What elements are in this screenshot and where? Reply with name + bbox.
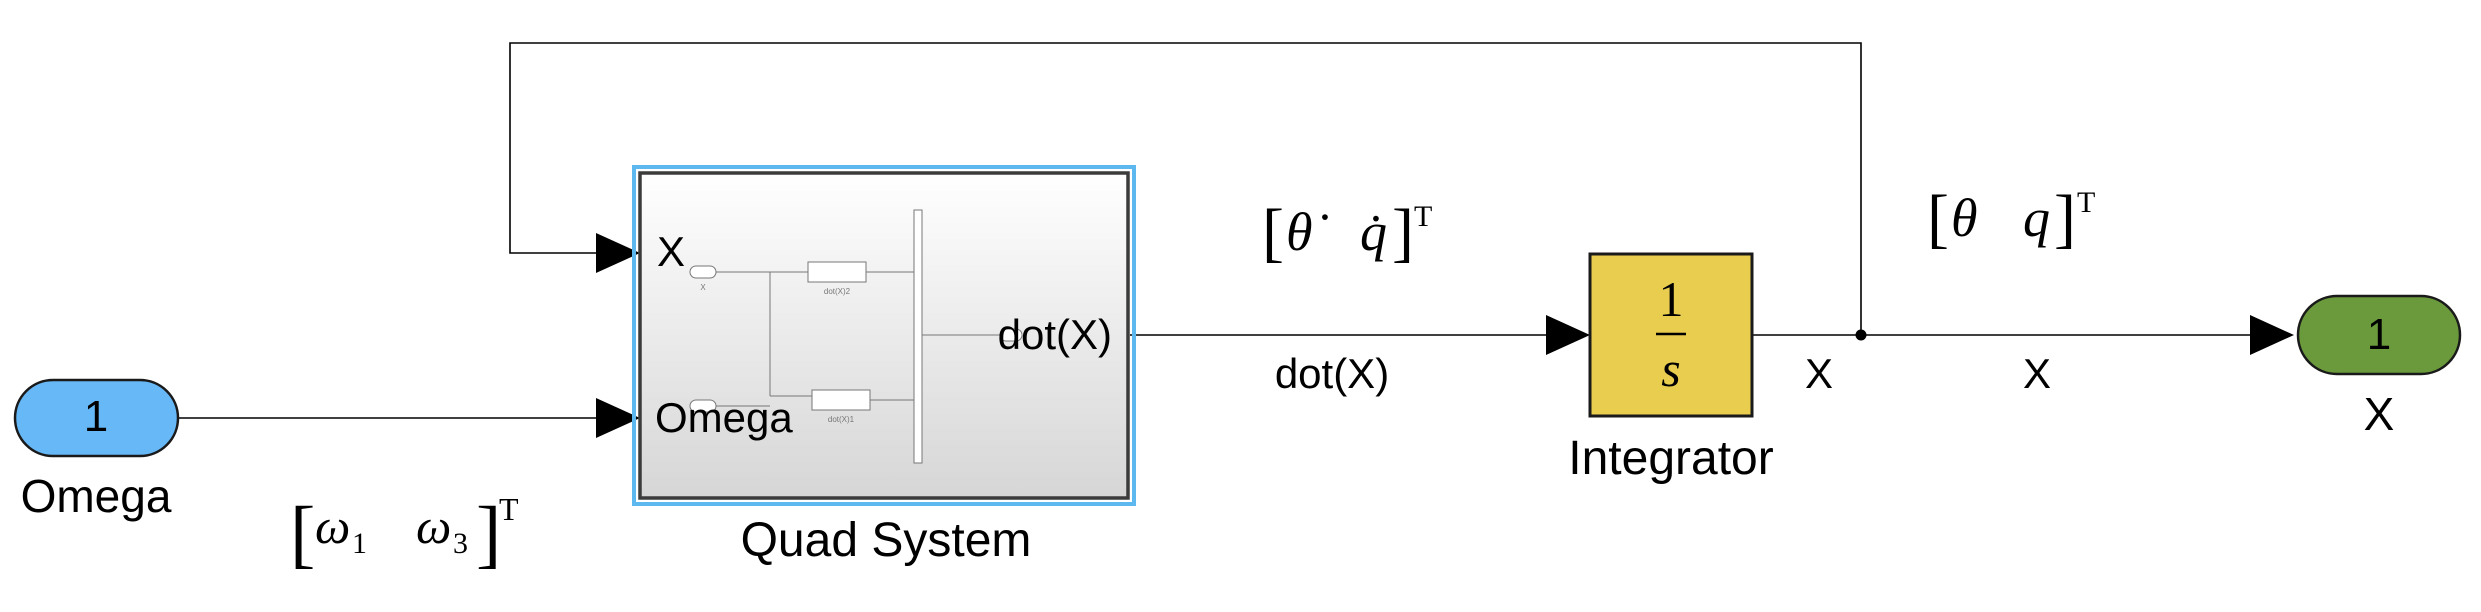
- annotation-omega-vector: [ ω 1 ω 3 ] T: [290, 491, 519, 576]
- arrowhead-outport: [2250, 315, 2294, 355]
- signal-name-x-integrator-out: X: [1805, 350, 1833, 397]
- preview-gain-b: [811, 389, 871, 411]
- preview-outport: [999, 328, 1023, 342]
- preview-label-x: X: [700, 283, 706, 292]
- signal-name-x-outport-in: X: [2023, 350, 2051, 397]
- outport-number: 1: [2367, 310, 2391, 359]
- outport-label: X: [2364, 388, 2395, 440]
- omega-vec-a-sub: 1: [352, 527, 367, 560]
- dot-vec-close: ]: [1392, 196, 1414, 269]
- subsystem-body[interactable]: [638, 171, 1130, 500]
- state-vec-open: [: [1927, 182, 1949, 255]
- arrowhead-subsystem-omega: [596, 398, 640, 438]
- arrowhead-integrator: [1546, 315, 1590, 355]
- inport-shape[interactable]: [13, 378, 180, 458]
- dot-vec-sup: T: [1414, 200, 1432, 233]
- dot-vec-b: q̇: [1360, 202, 1387, 262]
- integrator-denominator: s: [1661, 341, 1680, 397]
- outport-shape[interactable]: [2296, 294, 2462, 376]
- outport-x[interactable]: 1 X: [2296, 294, 2462, 440]
- annotation-state-vector: [ θ q ] T: [1927, 182, 2095, 255]
- omega-vec-open: [: [290, 492, 315, 576]
- inport-label: Omega: [21, 470, 172, 522]
- preview-inport-x: [689, 265, 717, 279]
- preview-gain-a: [807, 261, 867, 283]
- omega-vec-sup: T: [499, 491, 519, 527]
- dot-vec-open: [: [1262, 196, 1284, 269]
- branch-point: [1855, 329, 1867, 341]
- annotation-dot-vector: [ θ̇ q̇ ] T: [1262, 196, 1432, 269]
- inport-number: 1: [84, 392, 108, 441]
- integrator-block[interactable]: 1 s Integrator: [1568, 252, 1774, 485]
- state-vec-b: q: [2023, 188, 2050, 248]
- integrator-label: Integrator: [1568, 432, 1773, 485]
- omega-vec-a: ω: [315, 498, 350, 554]
- state-vec-sup: T: [2077, 186, 2095, 219]
- subsystem-preview: [689, 209, 1023, 464]
- dot-vec-a: θ̇: [1286, 202, 1329, 262]
- omega-vec-b-sub: 3: [453, 527, 468, 560]
- subsystem-port-dotx: dot(X): [998, 311, 1112, 358]
- subsystem-port-x: X: [657, 228, 685, 275]
- preview-label-a: dot(X)2: [824, 287, 851, 296]
- subsystem-quad-system[interactable]: X dot(X)2 dot(X)1 X Omega dot(X) Quad Sy…: [632, 165, 1136, 567]
- state-vec-close: ]: [2054, 182, 2076, 255]
- signal-name-dotx: dot(X): [1275, 350, 1389, 397]
- inport-omega[interactable]: 1 Omega: [13, 378, 180, 522]
- preview-label-b: dot(X)1: [828, 415, 855, 424]
- subsystem-port-omega: Omega: [655, 394, 793, 441]
- line-feedback[interactable]: [509, 42, 1862, 335]
- arrowhead-subsystem-x: [596, 233, 640, 273]
- state-vec-a: θ: [1951, 188, 1978, 248]
- signal-lines: [178, 42, 2252, 419]
- integrator-numerator: 1: [1659, 271, 1684, 327]
- subsystem-name: Quad System: [741, 514, 1032, 567]
- arrowheads: [596, 233, 2294, 438]
- preview-mux: [913, 209, 923, 464]
- omega-vec-close: ]: [476, 492, 501, 576]
- subsystem-highlight: [632, 165, 1136, 506]
- omega-vec-b: ω: [416, 498, 451, 554]
